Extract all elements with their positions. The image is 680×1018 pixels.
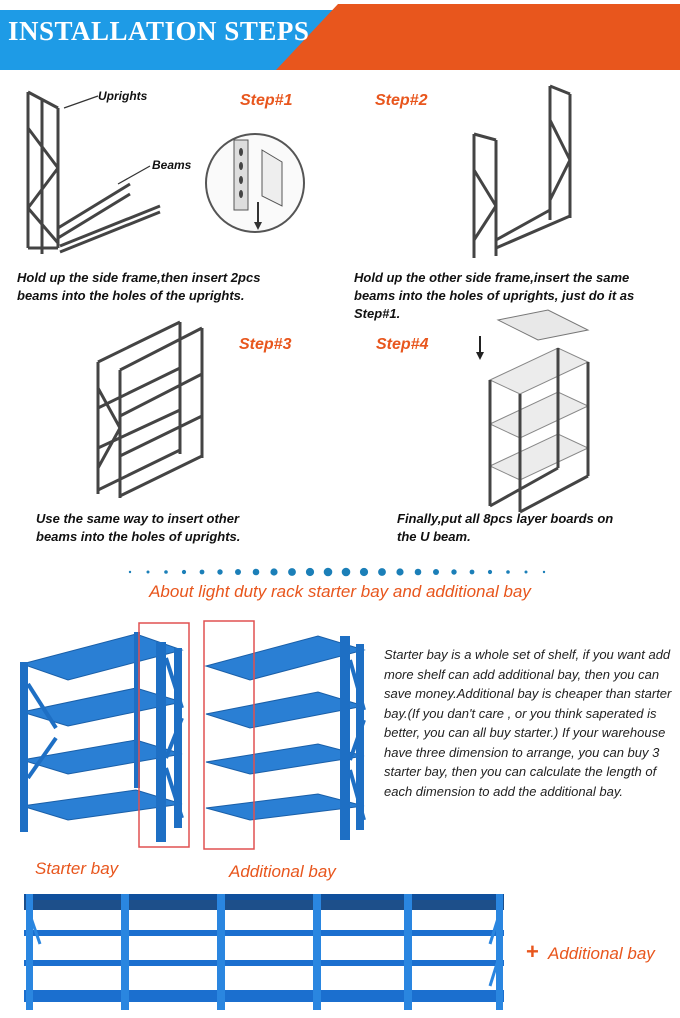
beams-pointer <box>117 165 151 185</box>
banner-shape <box>0 4 680 70</box>
additional-bay-label: Additional bay <box>229 862 336 881</box>
step1-text-line: beams into the holes of the uprights. <box>17 288 245 303</box>
uprights-pointer <box>63 95 99 109</box>
step1-text: Hold up the side frame,then insert 2pcs … <box>17 269 260 305</box>
about-paragraph: Starter bay is a whole set of shelf, if … <box>384 647 672 799</box>
step4-text-line: the U beam. <box>397 529 471 544</box>
step2-frames-illustration <box>472 84 572 258</box>
step3-rack-illustration <box>96 320 204 498</box>
step3-text-line: Use the same way to insert other <box>36 511 240 526</box>
step4-label: Step#4 <box>376 336 429 353</box>
step1-text-line: Hold up the side frame,then insert 2pcs <box>17 270 261 285</box>
step2-text-line: Step#1. <box>354 306 401 321</box>
step4-rack-illustration <box>476 309 590 514</box>
additional-bay-rack <box>204 635 366 840</box>
step4-text: Finally,put all 8pcs layer boards on the… <box>397 510 613 546</box>
step3-label: Step#3 <box>239 336 292 353</box>
plus-additional-bay-label: Additional bay <box>548 944 655 963</box>
starter-bay-rack <box>20 632 184 842</box>
step4-text-line: Finally,put all 8pcs layer boards on <box>397 511 614 526</box>
starter-bay-label: Starter bay <box>35 859 119 878</box>
beams-label: Beams <box>152 158 192 172</box>
step1-frame-illustration <box>26 90 161 254</box>
header-banner: INSTALLATION STEPS <box>0 0 680 70</box>
step1-detail-circle <box>205 133 305 233</box>
dotted-divider <box>128 567 546 577</box>
step1-label: Step#1 <box>240 92 293 109</box>
step3-text-line: beams into the holes of uprights. <box>36 529 241 544</box>
plus-icon: + <box>526 939 539 964</box>
starter-highlight-box <box>138 622 190 848</box>
step2-text-line: Hold up the other side frame,insert the … <box>354 270 630 285</box>
step2-text-line: beams into the holes of uprights, just d… <box>354 288 635 303</box>
step2-text: Hold up the other side frame,insert the … <box>354 269 634 323</box>
about-title: About light duty rack starter bay and ad… <box>149 582 531 601</box>
step3-text: Use the same way to insert other beams i… <box>36 510 240 546</box>
step2-label: Step#2 <box>375 92 428 109</box>
uprights-label: Uprights <box>98 89 148 103</box>
additional-highlight-box <box>203 620 255 850</box>
page-title: INSTALLATION STEPS <box>8 16 310 46</box>
long-rack-row <box>24 894 504 1010</box>
